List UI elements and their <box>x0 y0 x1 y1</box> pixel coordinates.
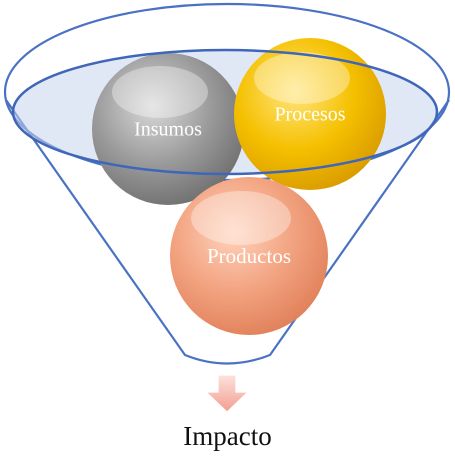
circle-productos: Productos <box>170 177 328 335</box>
circle-label-insumos: Insumos <box>134 119 202 141</box>
funnel-cone <box>5 99 450 365</box>
down-arrow-icon <box>204 374 250 413</box>
output-label: Impacto <box>183 421 272 451</box>
circle-procesos: Procesos <box>234 38 386 190</box>
circle-label-productos: Productos <box>207 244 291 268</box>
funnel-inner-ellipse-outline <box>11 48 439 176</box>
circle-label-procesos: Procesos <box>274 104 345 126</box>
funnel-outer-rim <box>3 2 451 182</box>
funnel-outline <box>3 2 451 365</box>
